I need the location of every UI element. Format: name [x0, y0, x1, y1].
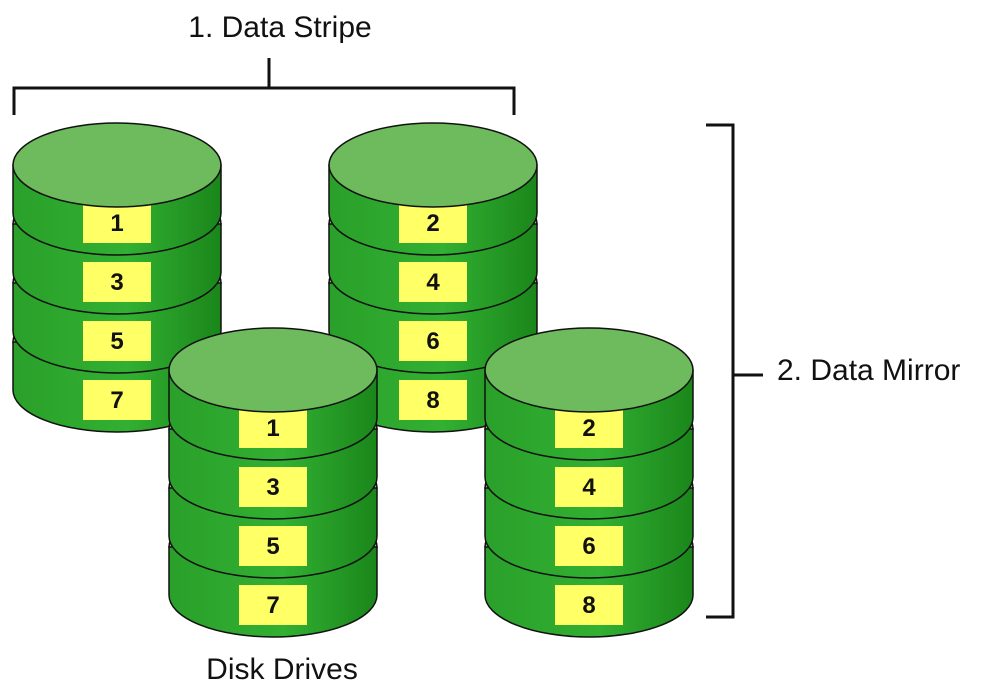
- data-block-number: 4: [426, 269, 440, 296]
- disk-drive-b: 8 6 4 2: [328, 122, 538, 433]
- drives-label: Disk Drives: [206, 653, 358, 684]
- data-block: [399, 262, 467, 302]
- data-block-number: 8: [426, 387, 439, 414]
- mirror-label: 2. Data Mirror: [777, 354, 960, 387]
- data-block: [83, 262, 151, 302]
- data-block-number: 4: [582, 474, 596, 501]
- data-block: [239, 585, 307, 625]
- data-block-number: 6: [426, 328, 439, 355]
- data-block: [555, 585, 623, 625]
- data-block: [239, 526, 307, 566]
- data-block-number: 7: [110, 387, 123, 414]
- data-block-number: 3: [110, 269, 123, 296]
- data-block: [399, 203, 467, 243]
- data-block-number: 7: [266, 592, 279, 619]
- disk-drive-a: 7 5 3 1: [12, 122, 222, 433]
- data-block-number: 5: [110, 328, 123, 355]
- data-block-number: 8: [582, 592, 595, 619]
- data-block: [555, 526, 623, 566]
- stripe-label: 1. Data Stripe: [188, 11, 371, 44]
- data-block: [83, 380, 151, 420]
- data-block: [555, 408, 623, 448]
- data-block: [399, 380, 467, 420]
- data-block-number: 2: [426, 210, 439, 237]
- data-block: [239, 408, 307, 448]
- data-block: [399, 321, 467, 361]
- disk-top: [12, 122, 222, 208]
- disk-drive-b-mirror: 8 6 4 2: [484, 327, 694, 638]
- disk-drive-a-mirror: 7 5 3 1: [168, 327, 378, 638]
- data-block: [239, 467, 307, 507]
- data-block: [83, 203, 151, 243]
- stripe-bracket: [12, 58, 516, 115]
- data-block-number: 2: [582, 415, 595, 442]
- data-block-number: 1: [110, 210, 123, 237]
- data-block-number: 6: [582, 533, 595, 560]
- data-block-number: 3: [266, 474, 279, 501]
- data-block-number: 5: [266, 533, 279, 560]
- mirror-bracket: [706, 123, 763, 619]
- data-block-number: 1: [266, 415, 279, 442]
- disk-top: [328, 122, 538, 208]
- disk-top: [168, 327, 378, 413]
- disk-top: [484, 327, 694, 413]
- data-block: [83, 321, 151, 361]
- data-block: [555, 467, 623, 507]
